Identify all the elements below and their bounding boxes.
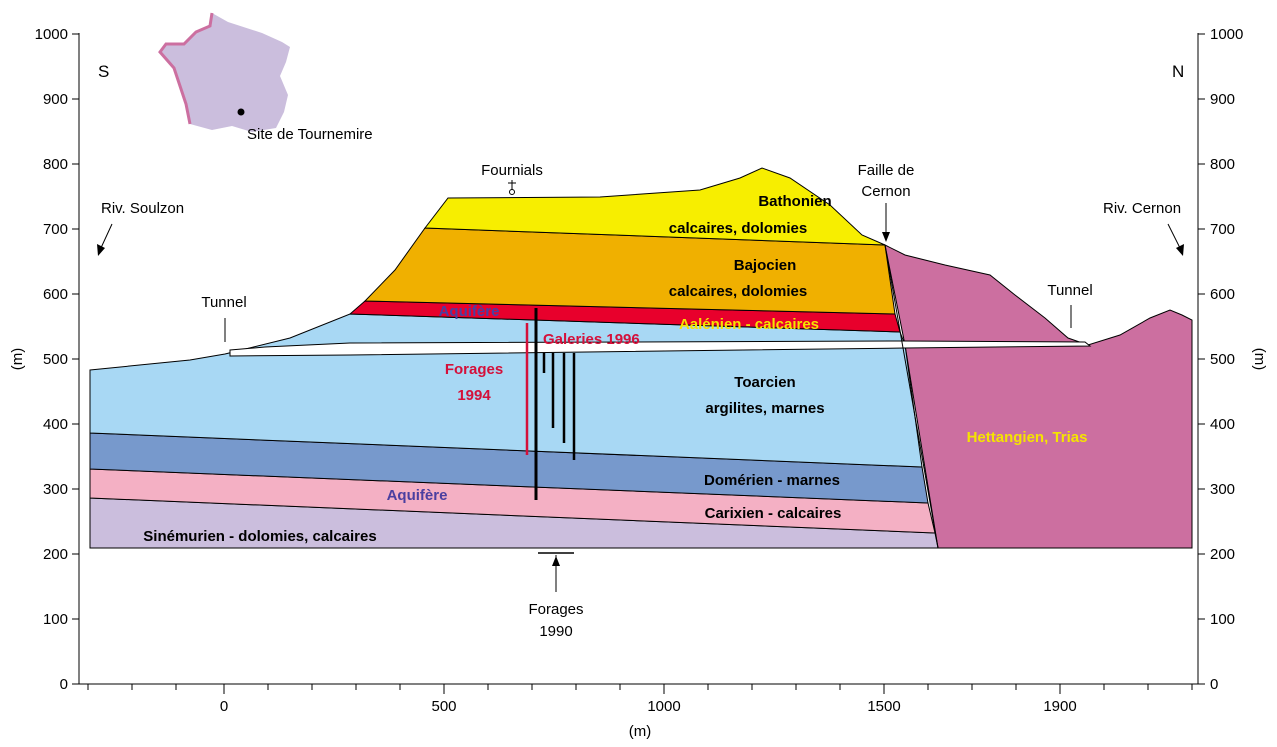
riv-soulzon-label: Riv. Soulzon	[101, 200, 184, 217]
fournials-label: Fournials	[481, 162, 543, 179]
toarcien-label-line2: argilites, marnes	[705, 400, 824, 417]
france-map-icon	[160, 13, 290, 132]
y-tick-label-right: 900	[1210, 91, 1235, 108]
forages-1994-label-line1: Forages	[445, 361, 503, 378]
y-tick-label-right: 200	[1210, 546, 1235, 563]
place-labels: Riv. Soulzon Riv. Cernon Tunnel Tunnel F…	[97, 162, 1184, 640]
france-inset-map: Site de Tournemire	[158, 12, 373, 143]
faille-label-line2: Cernon	[861, 183, 910, 200]
left-ticks	[72, 33, 79, 685]
tunnel-band	[229, 340, 1092, 357]
layers	[89, 167, 1193, 549]
aquifere-bottom-label: Aquifère	[387, 487, 448, 504]
axes: 0 100 200 300 400 500 600 700 800 900 10…	[9, 26, 1268, 740]
boreholes	[525, 308, 576, 592]
riv-soulzon-arrow-head	[97, 244, 105, 256]
site-marker-icon	[237, 108, 245, 116]
right-tick-labels: 0 100 200 300 400 500 600 700 800 900 10…	[1210, 26, 1243, 693]
y-tick-label-left: 0	[60, 676, 68, 693]
y-tick-label-right: 100	[1210, 611, 1235, 628]
y-tick-label-left: 900	[43, 91, 68, 108]
forages-1994-label-line2: 1994	[457, 387, 491, 404]
y-tick-label-right: 0	[1210, 676, 1218, 693]
y-tick-label-left: 200	[43, 546, 68, 563]
riv-cernon-label: Riv. Cernon	[1103, 200, 1181, 217]
carixien-label: Carixien - calcaires	[705, 505, 842, 522]
fault-line	[884, 244, 939, 549]
aquifere-top-label: Aquifère	[439, 303, 500, 320]
y-tick-label-left: 100	[43, 611, 68, 628]
sinemurien-label: Sinémurien - dolomies, calcaires	[143, 528, 376, 545]
y-tick-label-left: 800	[43, 156, 68, 173]
y-tick-label-right: 700	[1210, 221, 1235, 238]
forages-1990-arrow-head	[552, 556, 560, 566]
riv-soulzon-arrow-shaft	[99, 223, 113, 251]
x-axis-unit: (m)	[629, 723, 652, 740]
bathonien-label-line2: calcaires, dolomies	[669, 220, 807, 237]
annotations: Galeries 1996 Forages 1994	[445, 331, 640, 404]
domerien-label: Domérien - marnes	[704, 472, 840, 489]
y-tick-label-right: 400	[1210, 416, 1235, 433]
y-tick-label-right: 1000	[1210, 26, 1243, 43]
forages-1990-label-line2: 1990	[539, 623, 572, 640]
y-tick-label-right: 300	[1210, 481, 1235, 498]
faille-label-line1: Faille de	[858, 162, 915, 179]
right-ticks	[1198, 33, 1205, 685]
y-tick-label-left: 600	[43, 286, 68, 303]
galeries-label: Galeries 1996	[543, 331, 640, 348]
y-tick-label-left: 700	[43, 221, 68, 238]
layer-bathonien	[424, 167, 886, 246]
bajocien-label-line2: calcaires, dolomies	[669, 283, 807, 300]
bottom-tick-labels: 0 500 1000 1500 1900	[220, 698, 1077, 715]
north-label: N	[1172, 62, 1184, 81]
y-axis-unit-right: (m)	[1251, 348, 1268, 371]
tunnel-right-label: Tunnel	[1047, 282, 1092, 299]
riv-cernon-arrow-shaft	[1167, 223, 1182, 251]
toarcien-label-line1: Toarcien	[734, 374, 795, 391]
y-tick-label-left: 300	[43, 481, 68, 498]
layer-labels: Bathonien calcaires, dolomies Bajocien c…	[143, 193, 1087, 545]
forages-1990-label-line1: Forages	[528, 601, 583, 618]
x-tick-label: 0	[220, 698, 228, 715]
layer-hettangien	[884, 244, 1193, 549]
bottom-ticks	[87, 684, 1193, 694]
bathonien-label-line1: Bathonien	[758, 193, 831, 210]
x-tick-label: 1000	[647, 698, 680, 715]
y-tick-label-left: 1000	[35, 26, 68, 43]
aalenien-label: Aalénien - calcaires	[679, 316, 819, 333]
france-coast-icon	[158, 12, 214, 125]
left-tick-labels: 0 100 200 300 400 500 600 700 800 900 10…	[35, 26, 68, 693]
hettangien-label: Hettangien, Trias	[967, 429, 1088, 446]
x-tick-label: 500	[431, 698, 456, 715]
tunnel-left-label: Tunnel	[201, 294, 246, 311]
site-label: Site de Tournemire	[247, 126, 373, 143]
bajocien-label-line1: Bajocien	[734, 257, 797, 274]
y-tick-label-right: 600	[1210, 286, 1235, 303]
fournials-cross-icon	[508, 180, 516, 195]
y-tick-label-right: 800	[1210, 156, 1235, 173]
x-tick-label: 1900	[1043, 698, 1076, 715]
y-tick-label-right: 500	[1210, 351, 1235, 368]
y-tick-label-left: 500	[43, 351, 68, 368]
faille-arrow-head	[882, 232, 890, 242]
south-label: S	[98, 62, 109, 81]
riv-cernon-arrow-head	[1176, 244, 1184, 256]
x-tick-label: 1500	[867, 698, 900, 715]
y-tick-label-left: 400	[43, 416, 68, 433]
y-axis-unit-left: (m)	[9, 348, 26, 371]
